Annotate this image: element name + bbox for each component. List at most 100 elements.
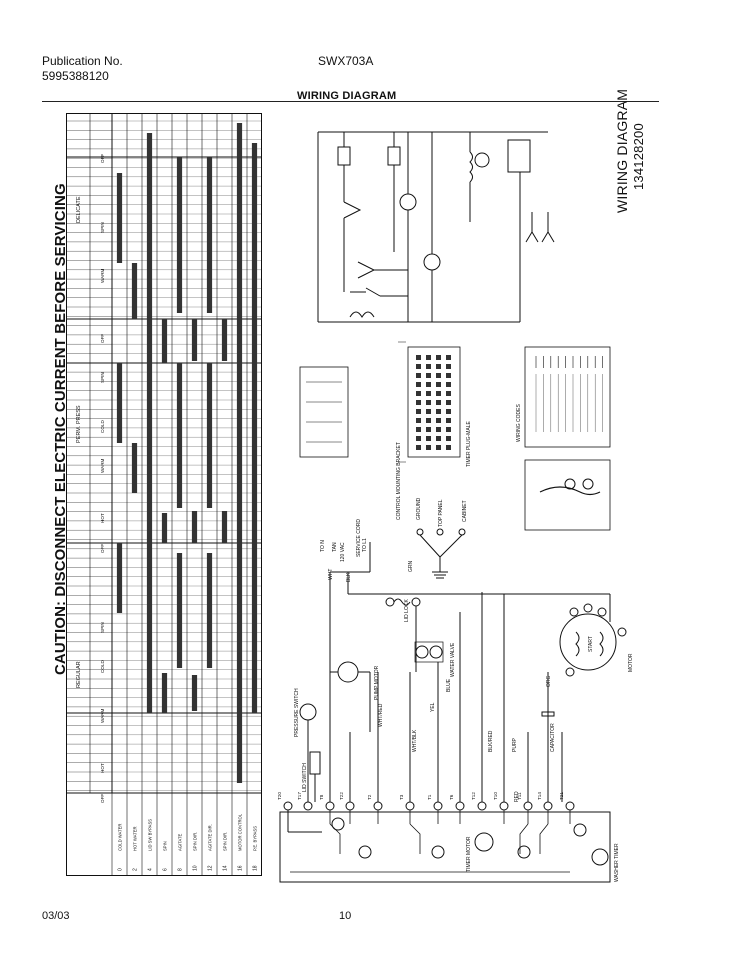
motor-terminal [617, 627, 627, 637]
wire [419, 534, 441, 558]
cycle-column-label: WARM [100, 708, 105, 723]
circuit-terminal-number: 16 [238, 865, 244, 871]
ground-terminal [458, 528, 466, 536]
cycle-column-label: OFF [100, 794, 105, 803]
cycle-column-label: OFF [100, 154, 105, 163]
title-rule [42, 101, 659, 102]
timer-contact [519, 823, 529, 854]
timer-terminal [433, 801, 443, 811]
plug-pin [416, 391, 421, 396]
wire-color-label: WHT/BLK [412, 729, 418, 752]
lid-lock-terminal [385, 597, 395, 607]
circuit-terminal-number: 12 [208, 865, 214, 871]
lid-lock-symbol [393, 598, 411, 606]
plug-pin [426, 391, 431, 396]
contact-closure-bar [131, 263, 138, 319]
circuit-name: LID SW BYPASS [148, 819, 153, 851]
plug-pin [446, 427, 451, 432]
component-label: LID SWITCH [302, 763, 308, 792]
terminal-label: T6 [449, 794, 454, 800]
motor-start-winding [469, 151, 473, 183]
circuit-name: AGITATE [178, 833, 183, 851]
plug-pin [426, 418, 431, 423]
service-cord-box [524, 459, 611, 531]
terminal-label: T17 [297, 792, 302, 800]
pump-motor [337, 661, 359, 683]
plug-pin [416, 409, 421, 414]
detail-inset-box [299, 366, 349, 458]
motor-overload-symbol [474, 152, 490, 168]
lid-lock-coil [349, 311, 375, 318]
plug-pin [416, 355, 421, 360]
cord-plug-outline [539, 486, 601, 496]
component-label: TIMER MOTOR [466, 836, 472, 872]
contact-closure-bar [206, 157, 213, 313]
pressure-switch [299, 703, 317, 721]
contact-closure-bar [191, 511, 198, 543]
ground-icon [432, 571, 448, 579]
wire [439, 534, 463, 558]
plug-pin [416, 427, 421, 432]
plug-pin [436, 409, 441, 414]
plug-pin [436, 355, 441, 360]
capacitor-plate [541, 711, 555, 717]
wire-color-label: ORG [546, 676, 552, 688]
timer-terminal [455, 801, 465, 811]
cycle-column-label: OFF [100, 334, 105, 343]
contact-closure-bar [236, 123, 243, 783]
wire-color-label: PURP [512, 737, 518, 752]
plug-pin [446, 364, 451, 369]
wire-color-label: GRN [408, 561, 414, 573]
plug-pin [426, 409, 431, 414]
pressure-switch-contact [357, 261, 376, 279]
component-label: PUMP MOTOR [374, 665, 380, 700]
timer-terminal [543, 801, 553, 811]
component-label: CAPACITOR [550, 723, 556, 752]
timer-terminal [345, 801, 355, 811]
option-switch [525, 231, 539, 243]
wiring-codes-title: WIRING CODES [516, 404, 522, 442]
circuit-terminal-number: 10 [193, 865, 199, 871]
component-label: GROUND [416, 497, 422, 520]
plug-pin [436, 373, 441, 378]
wiring-codes-box [524, 346, 611, 448]
component-label: LID LOCK [404, 599, 410, 622]
motor-terminal [569, 607, 579, 617]
cycle-column-label: SPIN [100, 372, 105, 383]
timer-cam-switch [431, 845, 445, 859]
timer-cam-switch [573, 823, 587, 837]
wire-color-label: BLUE [446, 678, 452, 692]
plug-pin [416, 373, 421, 378]
timer-motor-circle [474, 832, 494, 852]
component-label: CABINET [462, 500, 468, 522]
plug-pin [446, 436, 451, 441]
model-number: SWX703A [318, 54, 374, 68]
timer-legend-circle [591, 848, 609, 866]
circuit-terminal-number: 8 [178, 868, 184, 871]
plug-pin [436, 427, 441, 432]
plug-outline [398, 341, 406, 463]
component-label: TOP PANEL [438, 499, 444, 527]
plug-pin [416, 364, 421, 369]
plug-pin [426, 355, 431, 360]
contact-closure-bar [206, 363, 213, 508]
plug-pin [446, 418, 451, 423]
terminal-label: T22 [339, 792, 344, 800]
component-label: START [588, 636, 594, 652]
plug-pin [436, 445, 441, 450]
contact-closure-bar [176, 553, 183, 668]
plug-pin [436, 382, 441, 387]
plug-pin [426, 382, 431, 387]
cycle-column-label: COLD [100, 420, 105, 433]
cycle-group-label: DELICATE [76, 196, 82, 223]
hot-valve-coil [337, 146, 351, 166]
contact-closure-bar [176, 157, 183, 313]
timer-plug-box [407, 346, 461, 458]
water-valve-body [414, 641, 444, 663]
washer-timer-box [279, 811, 611, 883]
plug-pin [426, 364, 431, 369]
contact-closure-bar [191, 675, 198, 711]
contact-closure-bar [221, 511, 228, 543]
